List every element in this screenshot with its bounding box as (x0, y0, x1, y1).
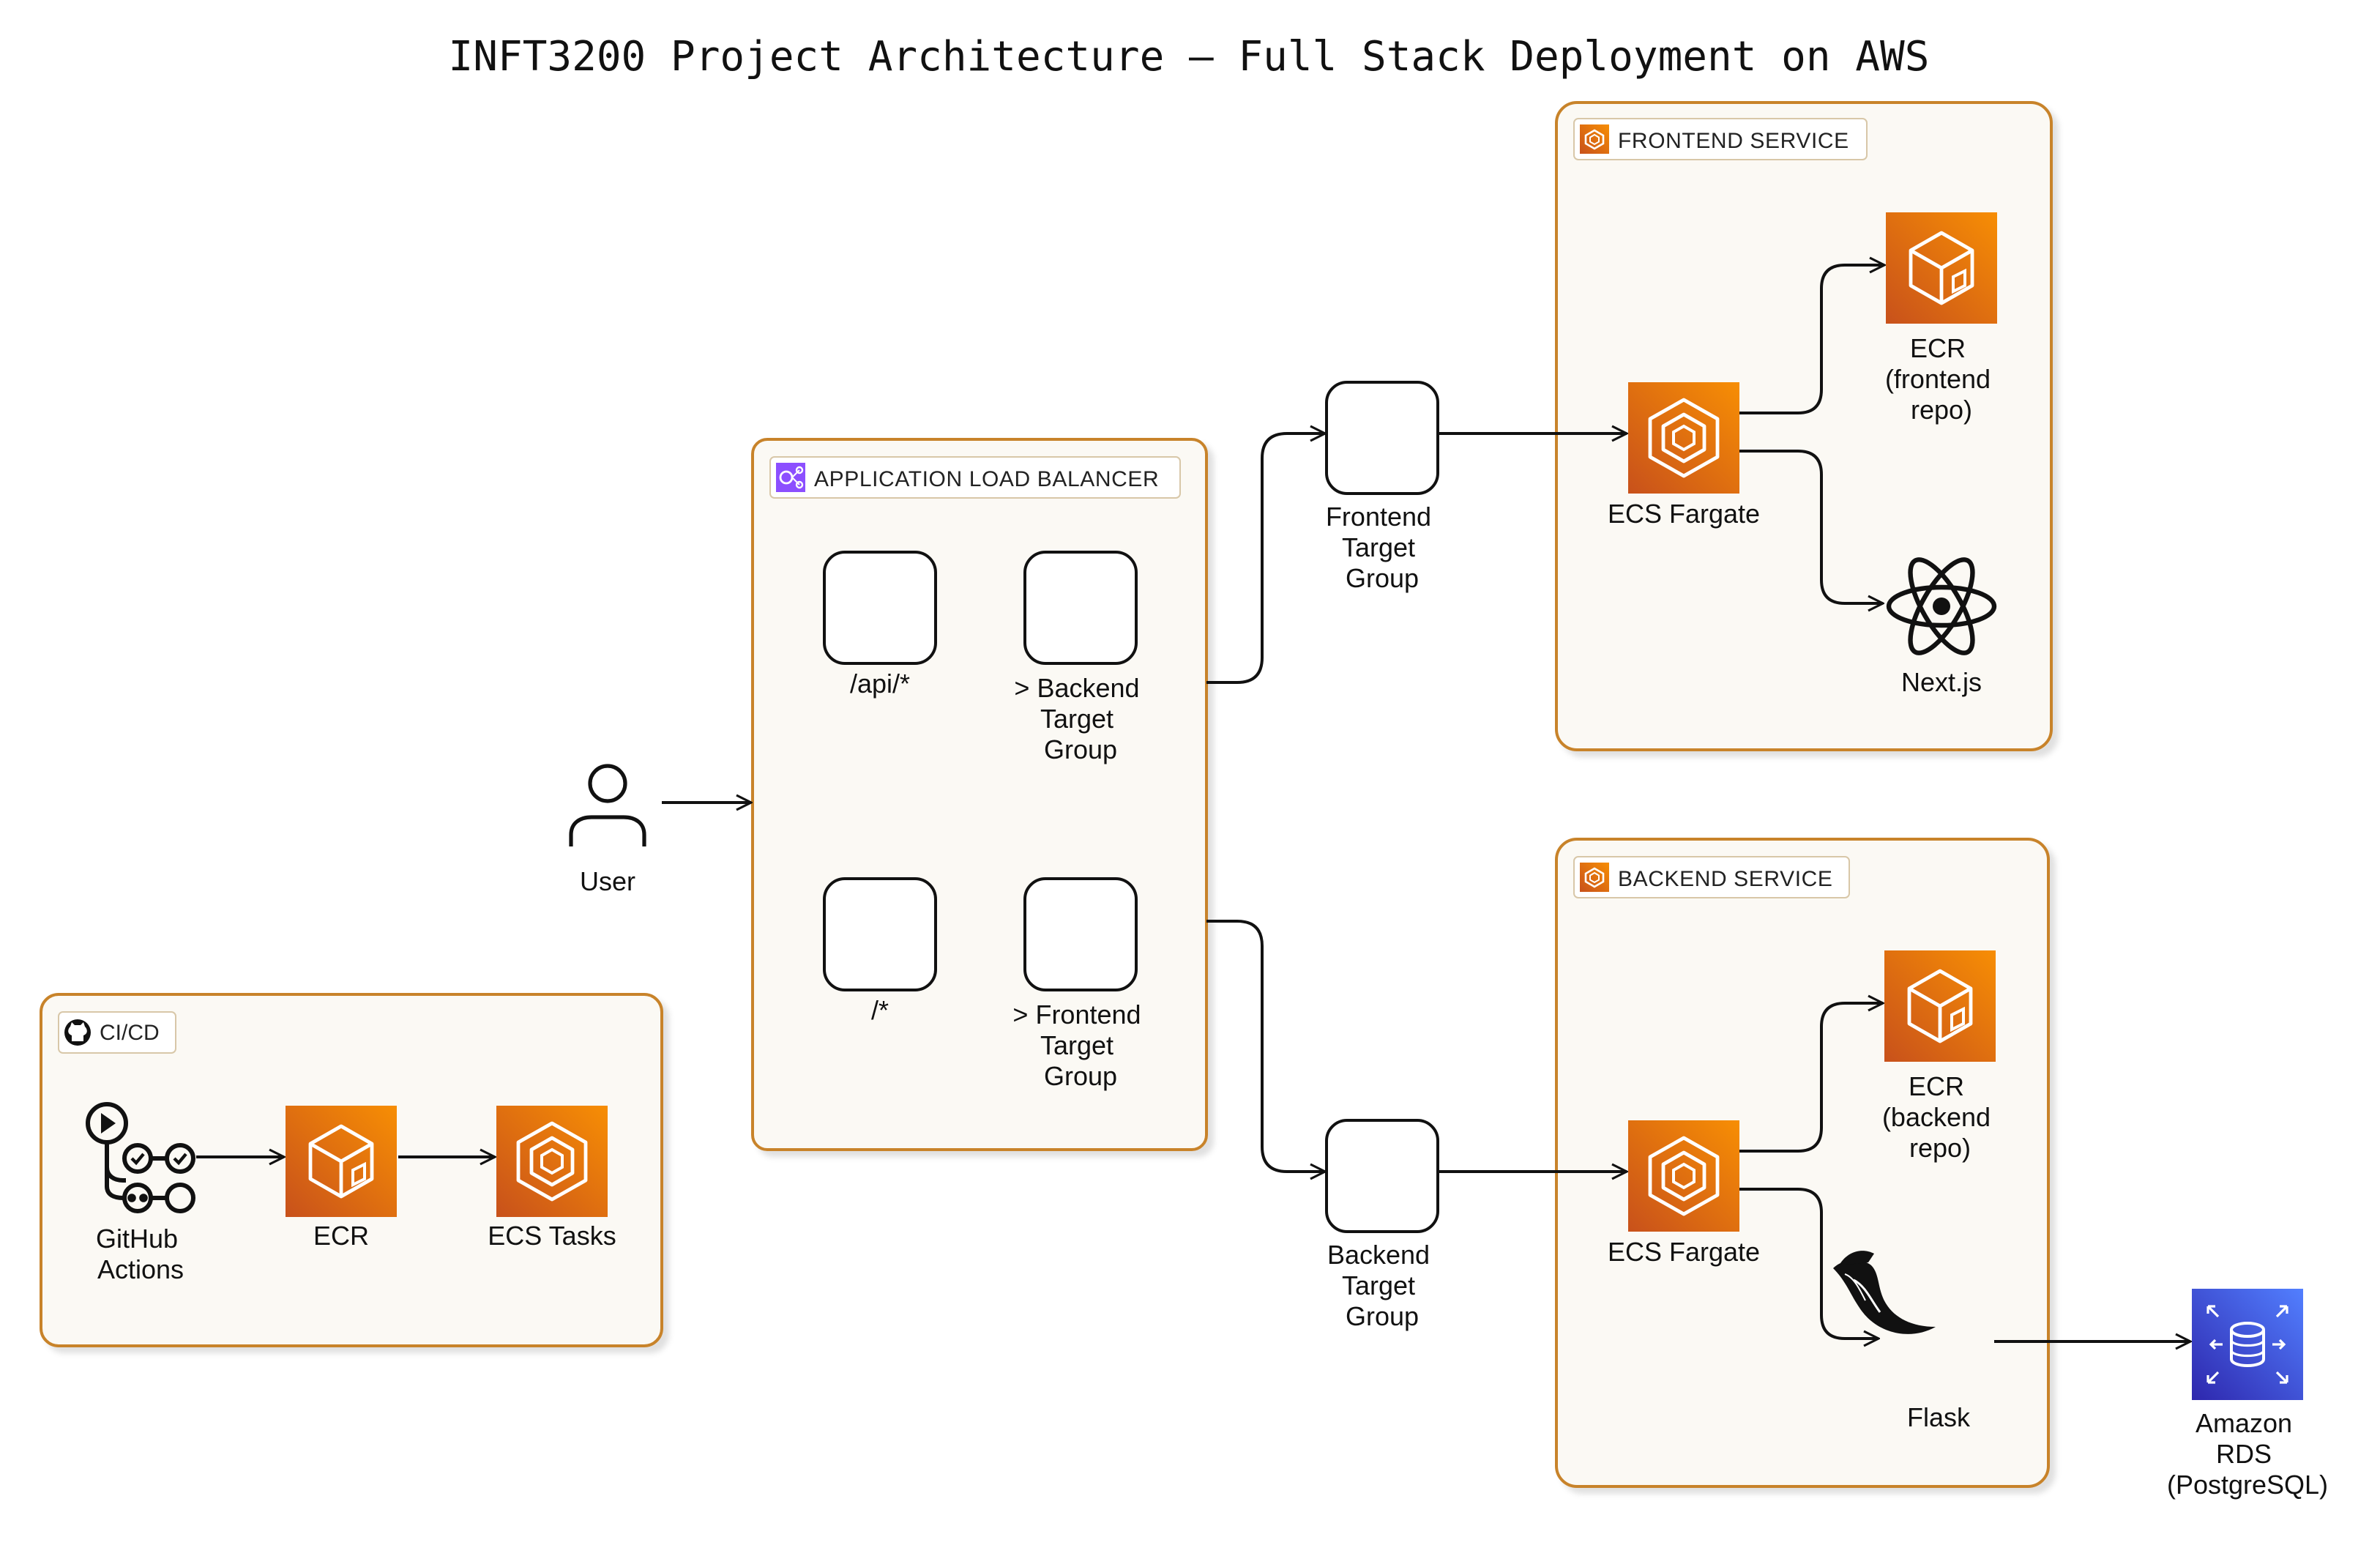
rule-api-target-box (1023, 551, 1138, 665)
arrow-backend-fargate-to-flask (1739, 1188, 1879, 1339)
cicd-ecs-icon (496, 1106, 608, 1217)
backend-target-group-label: Backend Target Group (1327, 1240, 1437, 1331)
rule-root-target-label: > Frontend Target Group (1012, 1000, 1148, 1091)
backend-ecs-fargate-icon (1628, 1120, 1739, 1232)
frontend-service-group: FRONTEND SERVICE ECS Fargate ECR (fronte… (1555, 101, 2053, 751)
diagram-title: INFT3200 Project Architecture – Full Sta… (449, 33, 1930, 81)
rule-api-path: /api/* (850, 669, 910, 699)
backend-target-group-box (1325, 1119, 1439, 1233)
cicd-ecs-tasks-label: ECS Tasks (488, 1221, 616, 1251)
frontend-ecs-fargate-icon (1628, 382, 1739, 494)
nextjs-label: Next.js (1901, 667, 1982, 697)
alb-group-label: APPLICATION LOAD BALANCER (814, 467, 1159, 491)
rule-root-box (823, 877, 937, 991)
arrow-backend-fargate-to-ecr (1739, 1003, 1883, 1153)
arrow-frontend-fargate-to-ecr (1739, 265, 1884, 414)
cicd-group: CI/CD GitHub Actions ECR ECS Tasks (40, 993, 663, 1347)
user-label: User (580, 866, 635, 896)
github-actions-icon (86, 1102, 195, 1213)
frontend-target-group-box (1325, 381, 1439, 495)
connectors (196, 265, 2190, 1341)
backend-service-label: BACKEND SERVICE (1618, 867, 1833, 891)
frontend-ecr-icon (1886, 212, 1997, 324)
frontend-ecr-label: ECR (frontend repo) (1885, 333, 1998, 425)
rule-api-box (823, 551, 937, 665)
frontend-ecs-fargate-label: ECS Fargate (1608, 499, 1760, 529)
cicd-group-label: CI/CD (100, 1021, 160, 1045)
arrow-frontend-fargate-to-nextjs (1739, 450, 1883, 603)
frontend-service-label: FRONTEND SERVICE (1618, 129, 1849, 153)
rule-root-path: /* (871, 995, 889, 1025)
github-icon (64, 1019, 91, 1046)
rule-root-target-box (1023, 877, 1138, 991)
alb-group: APPLICATION LOAD BALANCER /api/* > Backe… (751, 438, 1208, 1151)
flask-icon (1833, 1251, 1936, 1334)
arrow-alb-to-frontend-tg (1206, 433, 1325, 684)
amazon-rds-icon (2192, 1289, 2303, 1400)
amazon-rds-label: Amazon RDS (PostgreSQL) (2167, 1408, 2328, 1500)
arrow-alb-to-backend-tg (1206, 920, 1325, 1172)
alb-icon (776, 463, 805, 492)
cicd-ecr-icon (286, 1106, 397, 1217)
rule-api-target-label: > Backend Target Group (1014, 673, 1146, 764)
github-actions-label: GitHub Actions (96, 1224, 185, 1284)
nextjs-react-icon (1886, 557, 1997, 655)
flask-label: Flask (1907, 1402, 1971, 1432)
user-icon (569, 764, 646, 846)
frontend-target-group-label: Frontend Target Group (1326, 502, 1439, 593)
backend-service-group: BACKEND SERVICE ECS Fargate ECR (backend… (1555, 838, 2050, 1488)
backend-ecr-icon (1884, 950, 1996, 1062)
frontend-service-icon (1578, 123, 1611, 155)
cicd-ecr-label: ECR (313, 1221, 369, 1251)
backend-ecr-label: ECR (backend repo) (1882, 1071, 1998, 1163)
backend-service-icon (1578, 861, 1611, 893)
backend-ecs-fargate-label: ECS Fargate (1608, 1237, 1760, 1267)
